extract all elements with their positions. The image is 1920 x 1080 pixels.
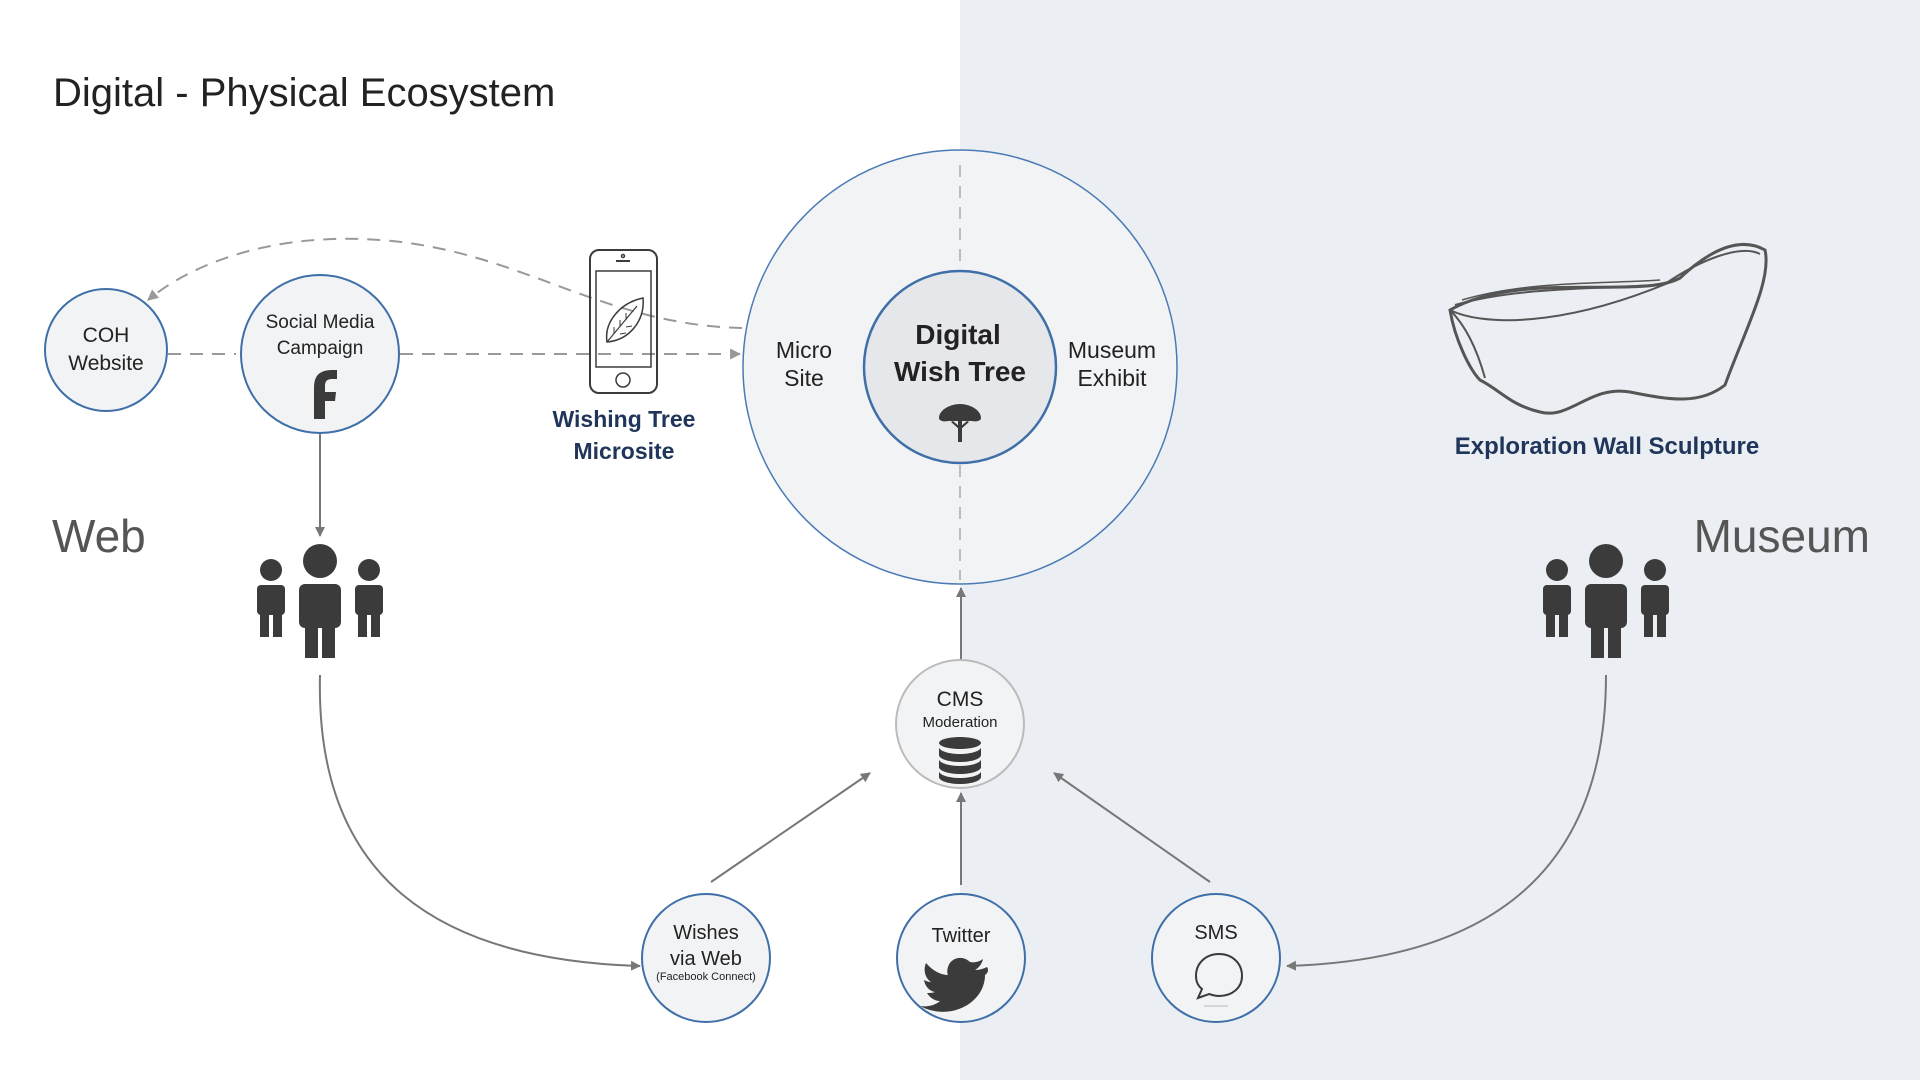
museum-exhibit-label-1: Museum xyxy=(1068,337,1156,363)
tree-icon xyxy=(939,404,981,442)
wishes-label-2: via Web xyxy=(670,948,742,970)
coh-website-node xyxy=(44,288,168,412)
twitter-label: Twitter xyxy=(932,925,991,947)
digital-wish-tree-label-1: Digital xyxy=(915,319,1001,350)
zone-label-museum: Museum xyxy=(1694,510,1870,562)
twitter-bird-icon xyxy=(920,957,989,1012)
sculpture-outline-icon xyxy=(1448,243,1768,415)
people-group-icon-museum xyxy=(1543,544,1669,658)
museum-exhibit-label-2: Exhibit xyxy=(1077,365,1147,391)
cms-moderation-node xyxy=(895,659,1025,789)
wishes-label-3: (Facebook Connect) xyxy=(656,971,756,983)
museum-zone-background xyxy=(960,0,1920,1080)
moderation-label: Moderation xyxy=(922,714,997,731)
sms-node xyxy=(1151,893,1281,1023)
wishing-tree-label-2: Microsite xyxy=(574,438,675,464)
sms-label: SMS xyxy=(1194,922,1237,944)
exploration-wall-label: Exploration Wall Sculpture xyxy=(1455,433,1759,460)
wishing-tree-label-1: Wishing Tree xyxy=(553,406,696,432)
arrow-people-to-wishes xyxy=(318,674,641,971)
smartphone-leaf-icon xyxy=(589,249,658,394)
micro-site-label-1: Micro xyxy=(776,337,832,363)
speech-bubble-icon xyxy=(1194,952,1244,1000)
arrow-sms-to-cms xyxy=(1053,772,1211,883)
cms-label: CMS xyxy=(937,688,984,711)
dashed-curve-hub-coh xyxy=(147,237,743,329)
arrow-museum-people-to-sms xyxy=(1286,674,1607,971)
wishes-label-1: Wishes xyxy=(673,922,739,944)
diagram-title: Digital - Physical Ecosystem xyxy=(53,71,555,115)
database-icon xyxy=(939,737,981,784)
digital-wish-tree-circle xyxy=(862,269,1058,465)
zone-label-web: Web xyxy=(52,510,146,562)
facebook-icon xyxy=(314,370,337,419)
social-media-campaign-node xyxy=(240,274,400,434)
micro-site-label-2: Site xyxy=(784,365,824,391)
arrow-wishes-to-cms xyxy=(710,772,871,883)
people-group-icon-web xyxy=(257,544,383,658)
social-media-label-1: Social Media xyxy=(266,312,375,333)
digital-wish-tree-label-2: Wish Tree xyxy=(894,356,1026,387)
coh-website-label-2: Website xyxy=(68,352,143,375)
social-media-label-2: Campaign xyxy=(277,338,364,359)
wishes-via-web-node xyxy=(641,893,771,1023)
coh-website-label-1: COH xyxy=(83,324,130,347)
